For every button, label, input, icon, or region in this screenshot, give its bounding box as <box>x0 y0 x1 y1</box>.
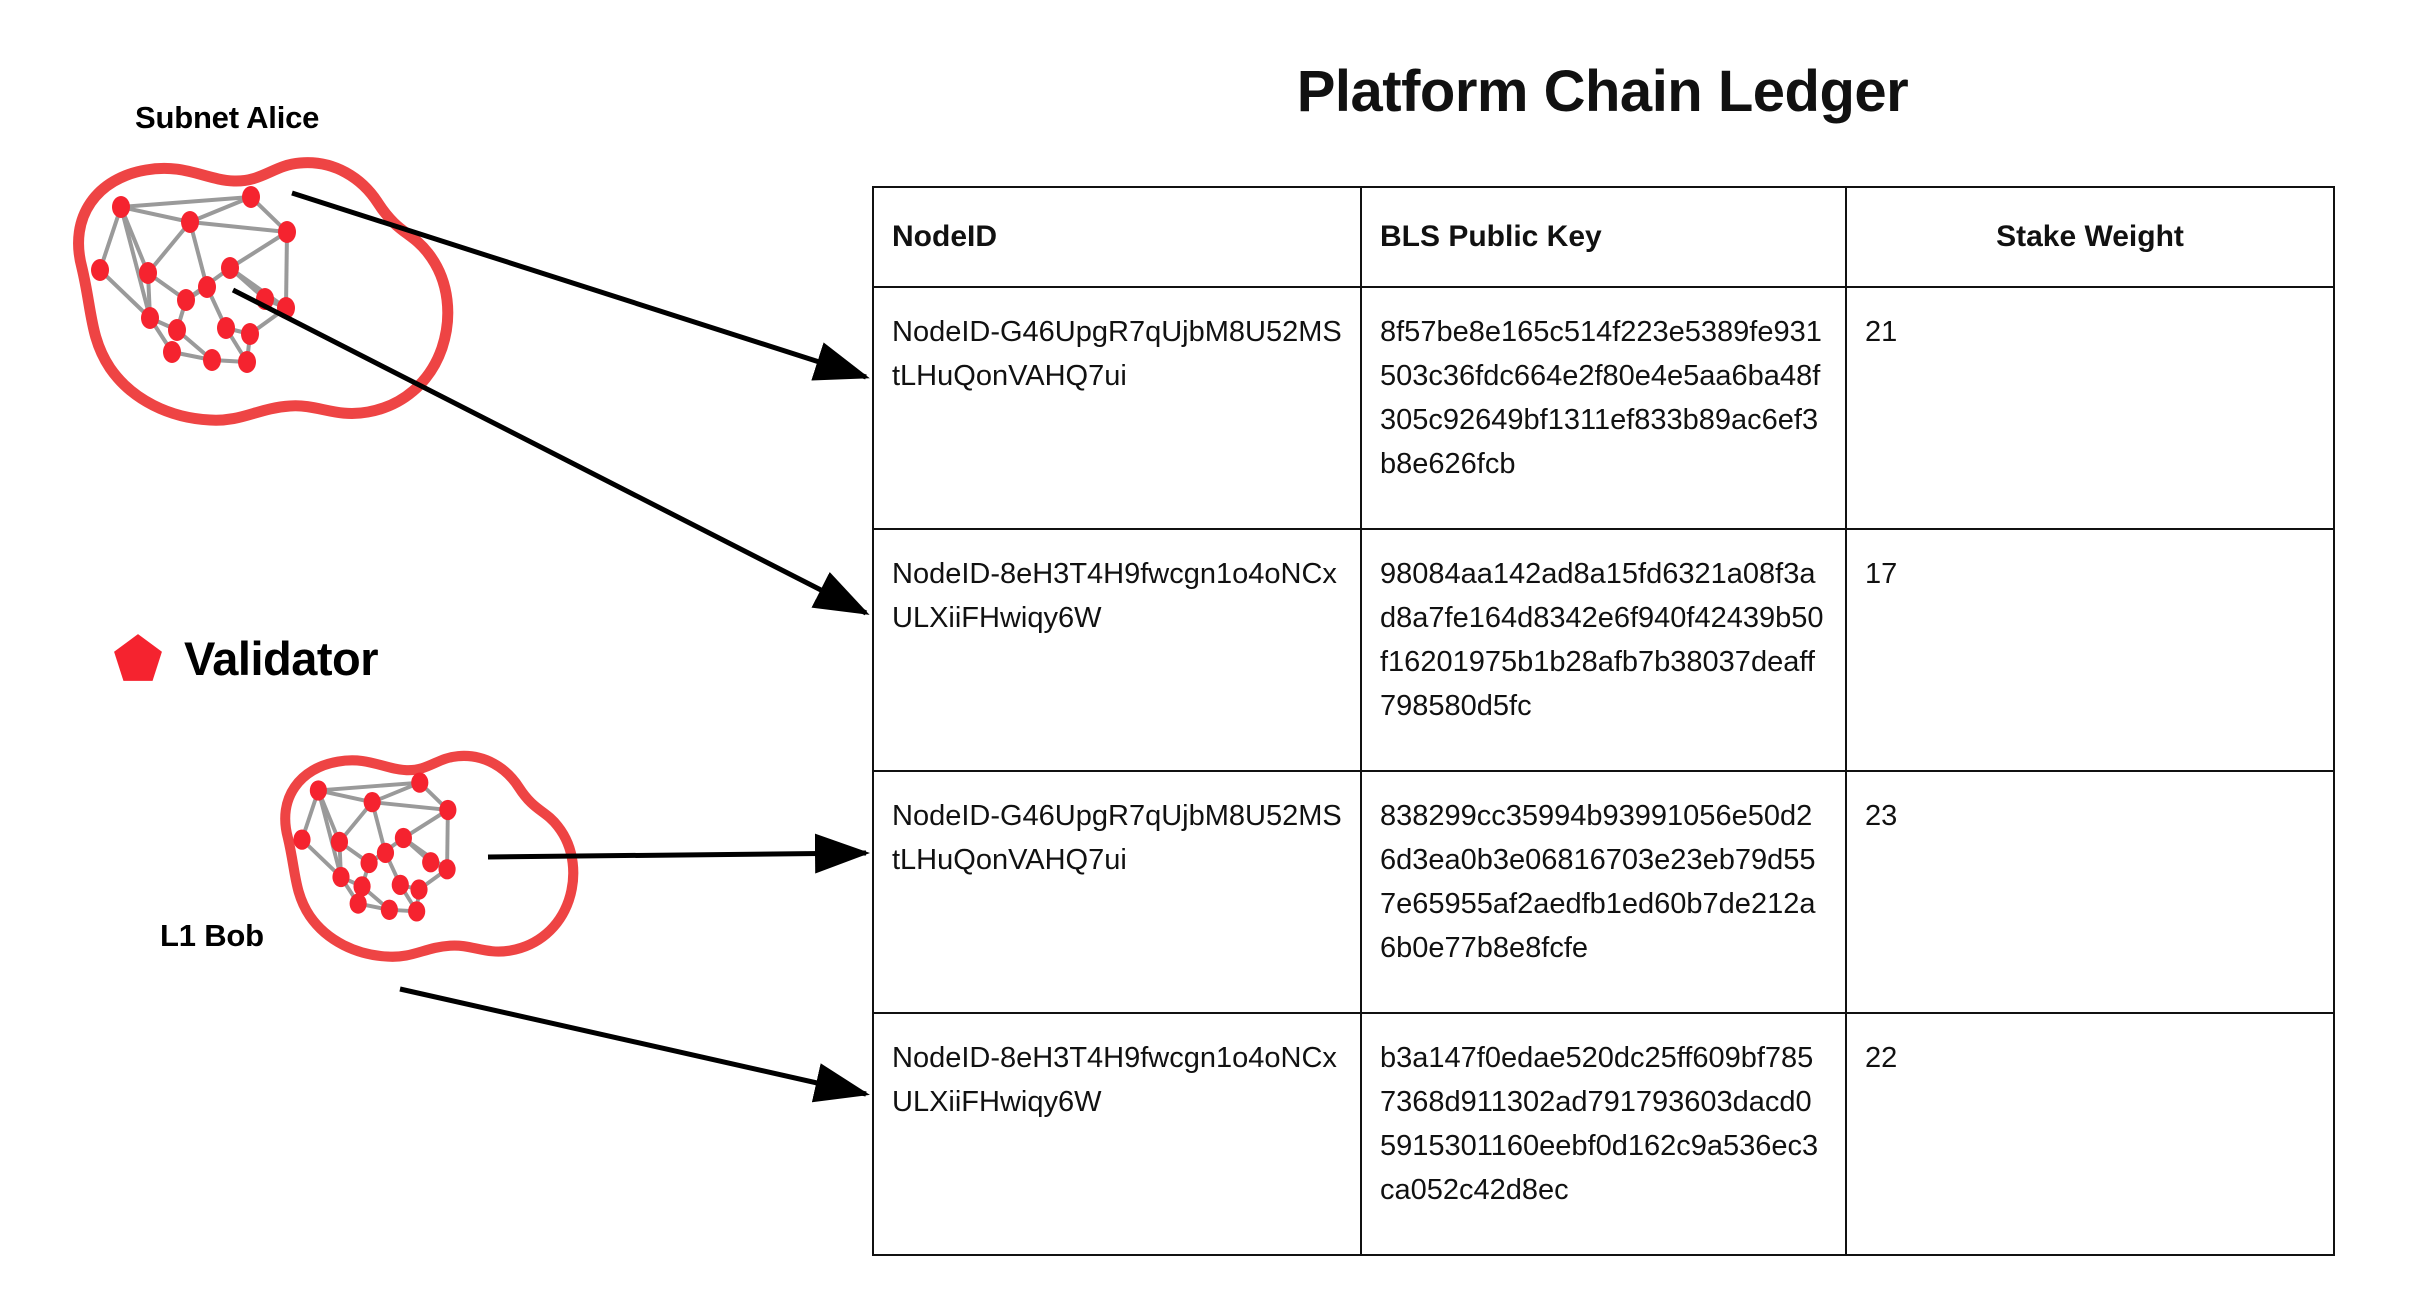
column-header-nodeid: NodeID <box>872 186 1362 288</box>
validator-legend-label: Validator <box>184 631 379 685</box>
cell-nodeid: NodeID-8eH3T4H9fwcgn1o4oNCxULXiiFHwiqy6W <box>872 1011 1362 1256</box>
cell-stake-weight: 21 <box>1845 285 2335 530</box>
table-header-row: NodeID BLS Public Key Stake Weight <box>872 186 2335 288</box>
platform-chain-ledger-table: NodeID BLS Public Key Stake Weight NodeI… <box>872 186 2335 1256</box>
l1-bob-edges <box>300 780 450 914</box>
column-header-stake-weight: Stake Weight <box>1845 186 2335 288</box>
l1-bob-group <box>280 750 579 962</box>
l1-bob-blob-outline <box>280 750 579 962</box>
cell-bls-public-key: 98084aa142ad8a15fd6321a08f3ad8a7fe164d83… <box>1360 527 1847 772</box>
page-title: Platform Chain Ledger <box>1296 59 1909 124</box>
cell-stake-weight: 22 <box>1845 1011 2335 1256</box>
cell-stake-weight: 17 <box>1845 527 2335 772</box>
table-row: NodeID-8eH3T4H9fwcgn1o4oNCxULXiiFHwiqy6W… <box>872 1011 2335 1256</box>
pentagon-icon <box>114 634 162 681</box>
l1-bob-label: L1 Bob <box>160 918 264 953</box>
column-header-bls-public-key: BLS Public Key <box>1360 186 1847 288</box>
subnet-alice-blob-outline <box>73 157 454 426</box>
cell-nodeid: NodeID-G46UpgR7qUjbM8U52MStLHuQonVAHQ7ui <box>872 285 1362 530</box>
cell-nodeid: NodeID-8eH3T4H9fwcgn1o4oNCxULXiiFHwiqy6W <box>872 527 1362 772</box>
cell-nodeid: NodeID-G46UpgR7qUjbM8U52MStLHuQonVAHQ7ui <box>872 769 1362 1014</box>
cell-bls-public-key: 838299cc35994b93991056e50d26d3ea0b3e0681… <box>1360 769 1847 1014</box>
arrow-bob-to-row4 <box>399 986 870 1103</box>
subnet-alice-group <box>73 157 454 426</box>
arrow-alice-to-row1 <box>291 190 870 381</box>
cell-stake-weight: 23 <box>1845 769 2335 1014</box>
table-row: NodeID-G46UpgR7qUjbM8U52MStLHuQonVAHQ7ui… <box>872 769 2335 1014</box>
l1-bob-validators <box>293 772 457 922</box>
cell-bls-public-key: b3a147f0edae520dc25ff609bf7857368d911302… <box>1360 1011 1847 1256</box>
table-row: NodeID-G46UpgR7qUjbM8U52MStLHuQonVAHQ7ui… <box>872 285 2335 530</box>
arrow-bob-to-row3 <box>487 833 870 874</box>
arrow-alice-to-row2 <box>231 287 870 616</box>
table-header: NodeID BLS Public Key Stake Weight <box>872 186 2335 288</box>
subnet-alice-edges <box>98 195 289 364</box>
cell-bls-public-key: 8f57be8e165c514f223e5389fe931503c36fdc66… <box>1360 285 1847 530</box>
subnet-alice-validators <box>91 186 296 373</box>
table-body: NodeID-G46UpgR7qUjbM8U52MStLHuQonVAHQ7ui… <box>872 285 2335 1256</box>
validator-legend: Validator <box>112 631 379 685</box>
subnet-alice-label: Subnet Alice <box>135 100 320 135</box>
table-row: NodeID-8eH3T4H9fwcgn1o4oNCxULXiiFHwiqy6W… <box>872 527 2335 772</box>
